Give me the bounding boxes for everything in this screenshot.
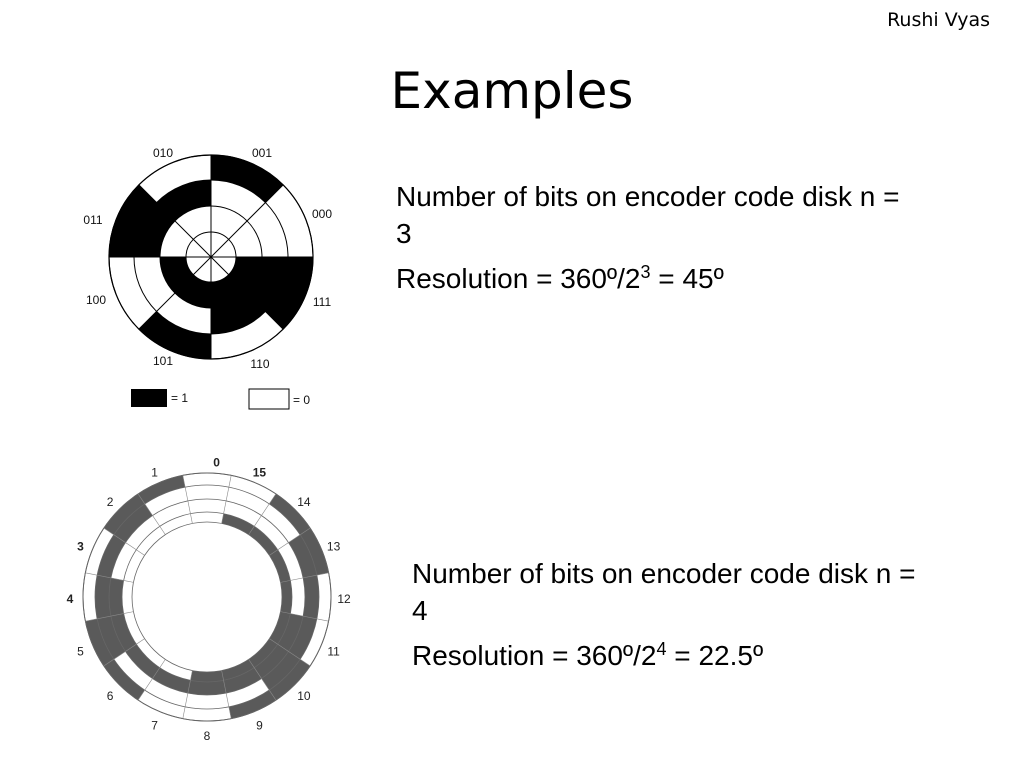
sector-number-label: 6 (107, 689, 114, 703)
legend-empty-swatch (248, 388, 290, 410)
code-sector-filled (300, 528, 329, 576)
sector-code-label: 001 (252, 146, 272, 160)
code-sector-filled (303, 575, 319, 619)
code-sector-filled (223, 667, 262, 694)
three-bit-encoder-disk: 000 001 010 011 100 101 110 111 (83, 146, 332, 371)
sector-number-label: 9 (256, 719, 263, 733)
code-sector-filled (190, 670, 224, 682)
sector-number-label: 8 (204, 729, 211, 743)
resolution-exponent: 3 (640, 261, 651, 282)
resolution-statement: Resolution = 360º/24 = 22.5º (412, 638, 932, 675)
code-sector-filled (248, 526, 278, 556)
code-sector-filled (138, 475, 186, 504)
legend-filled-swatch (131, 389, 167, 407)
resolution-prefix: Resolution = 360º/2 (396, 262, 641, 294)
code-sector-filled (269, 659, 311, 701)
resolution-result: = 45º (650, 262, 724, 294)
code-sector-filled (269, 611, 291, 645)
resolution-statement: Resolution = 360º/23 = 45º (396, 261, 916, 298)
code-sector-filled (97, 534, 126, 578)
code-sector-filled (174, 274, 211, 308)
sector-number-label: 13 (327, 540, 341, 554)
sector-number-label: 4 (67, 592, 74, 606)
sector-number-label: 15 (253, 465, 267, 479)
sector-code-label: 011 (83, 213, 102, 227)
sector-number-label: 7 (151, 719, 158, 733)
sector-number-label: 14 (297, 495, 311, 509)
code-sector-filled (134, 202, 175, 257)
code-sector-filled (211, 274, 248, 308)
code-sector-filled (288, 534, 317, 578)
code-sector-filled (97, 616, 126, 660)
resolution-prefix: Resolution = 360º/2 (412, 639, 657, 671)
example-4bit-text: Number of bits on encoder code disk n = … (412, 556, 932, 683)
code-sector-filled (277, 613, 304, 652)
code-sector-filled (247, 257, 288, 312)
bits-statement: Number of bits on encoder code disk n = … (412, 558, 916, 626)
sector-code-label: 010 (153, 146, 173, 160)
sector-code-label: 110 (250, 357, 269, 371)
slide-title: Examples (390, 62, 634, 120)
code-sector-filled (269, 549, 291, 583)
code-sector-filled (95, 575, 111, 619)
legend-zero-label: = 0 (293, 393, 310, 407)
bits-statement: Number of bits on encoder code disk n = … (396, 181, 900, 249)
sector-code-label: 111 (313, 295, 332, 309)
code-sector-filled (187, 680, 227, 695)
code-sector-filled (156, 180, 211, 221)
sector-code-label: 101 (153, 354, 173, 368)
code-sector-filled (103, 659, 145, 701)
sector-code-label: 100 (86, 293, 106, 307)
sector-number-label: 1 (151, 465, 158, 479)
code-sector-filled (280, 580, 292, 614)
code-sector-filled (159, 257, 194, 294)
code-sector-filled (248, 638, 278, 668)
sector-number-label: 10 (297, 689, 311, 703)
legend-one-label: = 1 (171, 391, 188, 405)
code-sector-filled (211, 155, 284, 203)
resolution-result: = 22.5º (666, 639, 764, 671)
code-sector-filled (288, 616, 317, 660)
resolution-exponent: 4 (656, 638, 667, 659)
code-sector-filled (254, 644, 289, 679)
sector-number-label: 2 (107, 495, 114, 509)
author-name: Rushi Vyas (887, 9, 990, 31)
sector-code-label: 000 (312, 207, 332, 221)
encoder-legend: = 1 = 0 (131, 388, 310, 410)
sector-number-label: 5 (77, 644, 84, 658)
code-sector-filled (110, 613, 137, 652)
code-sector-filled (228, 690, 276, 719)
sector-number-label: 0 (213, 455, 220, 469)
code-sector-filled (152, 667, 191, 694)
code-sector-filled (221, 513, 255, 535)
code-sector-filled (109, 577, 124, 617)
code-sector-filled (125, 644, 160, 679)
code-sector-filled (113, 503, 153, 543)
code-sector-filled (261, 651, 301, 691)
code-sector-filled (103, 493, 145, 535)
sector-number-label: 11 (327, 644, 340, 658)
code-sector-filled (211, 293, 266, 334)
code-sector-filled (109, 184, 157, 257)
code-sector-filled (85, 618, 114, 666)
code-sector-filled (221, 659, 255, 681)
sector-number-label: 12 (337, 592, 351, 606)
example-3bit-text: Number of bits on encoder code disk n = … (396, 179, 916, 306)
code-sector-filled (138, 311, 211, 359)
code-sector-filled (265, 257, 313, 330)
code-sector-filled (228, 257, 262, 294)
sector-number-label: 3 (77, 540, 84, 554)
code-sector-filled (269, 493, 311, 535)
